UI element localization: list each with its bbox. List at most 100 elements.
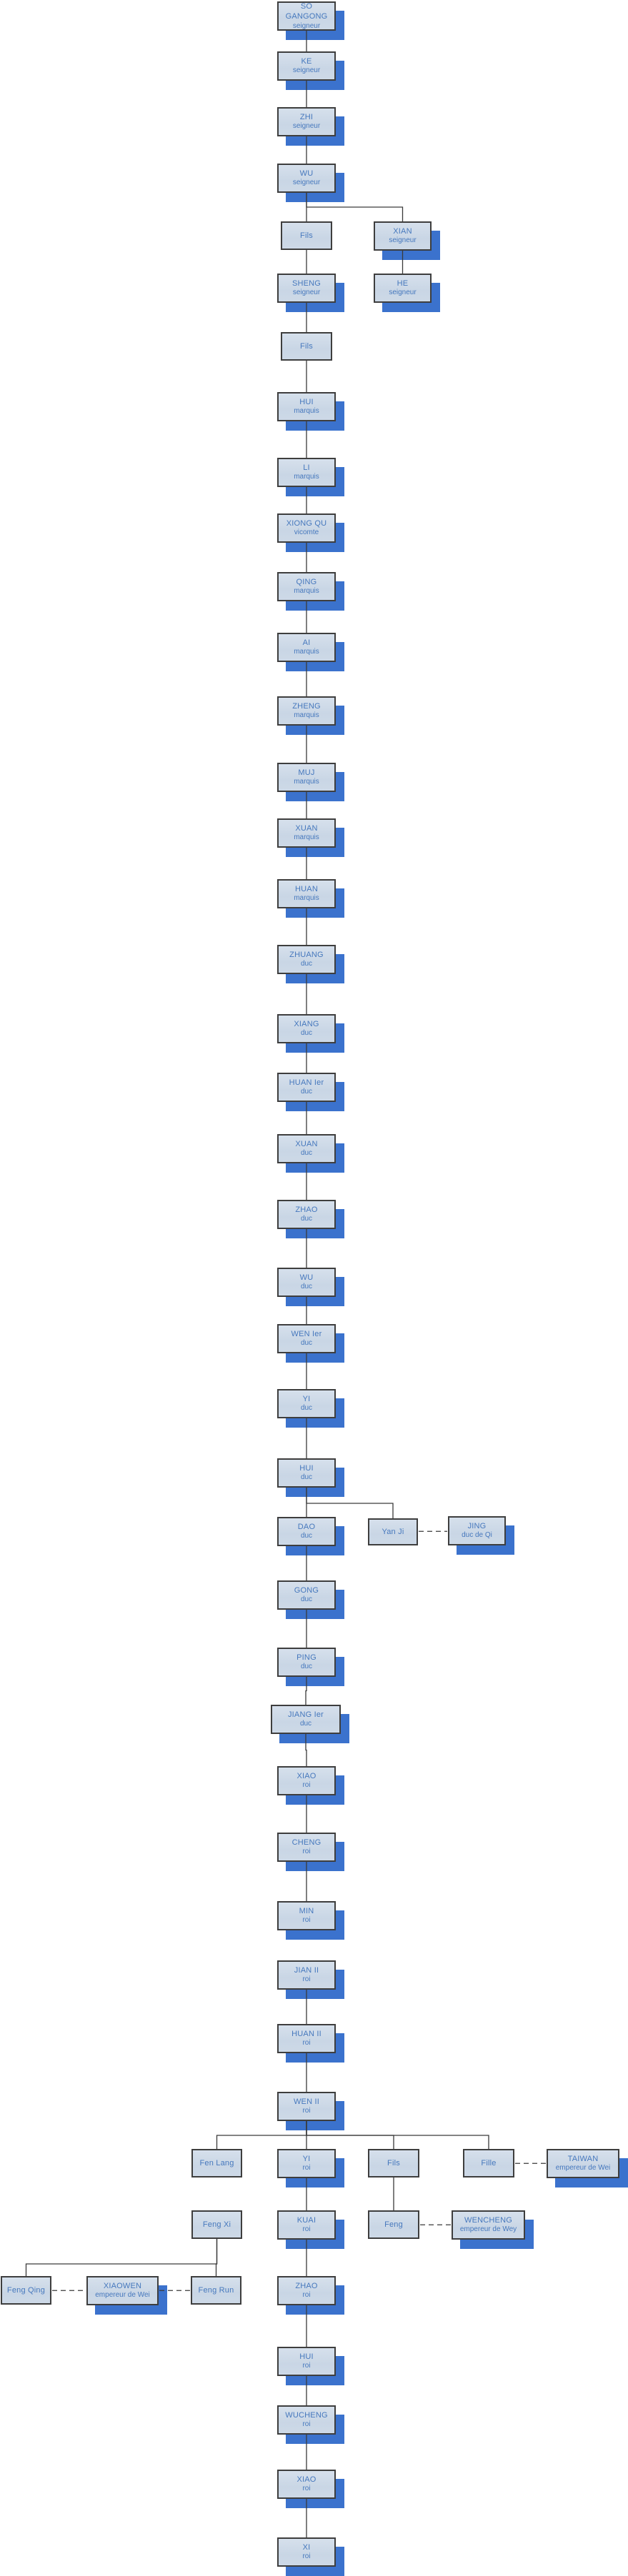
person-title: seigneur	[292, 21, 321, 30]
person-name: HUI	[299, 1464, 314, 1473]
person-name: SHENG	[291, 279, 322, 289]
person-title: duc	[300, 1339, 313, 1348]
person-title: duc de Qi	[462, 1531, 492, 1540]
person-node-fille[interactable]: Fille	[463, 2149, 514, 2177]
person-name: Fen Lang	[199, 2158, 234, 2167]
person-name: Fils	[387, 2158, 400, 2167]
person-node-fils-3[interactable]: Fils	[368, 2149, 419, 2177]
person-title: marquis	[294, 648, 319, 656]
person-title: duc	[300, 1473, 313, 1482]
person-name: HUI	[299, 2352, 314, 2362]
person-title: roi	[302, 2362, 311, 2370]
person-title: roi	[302, 1781, 311, 1790]
person-name: ZHI	[299, 113, 314, 122]
person-title: empereur de Wei	[95, 2291, 150, 2300]
person-name: SO GANGONG	[285, 1, 328, 21]
person-title: seigneur	[389, 289, 417, 297]
person-name: XIAO	[296, 1772, 317, 1781]
person-title: duc	[300, 960, 313, 968]
person-name: MUJ	[298, 768, 315, 778]
person-name: ZHAO	[295, 2282, 318, 2291]
person-name: XIAO	[296, 2475, 317, 2485]
person-title: duc	[300, 1663, 313, 1671]
person-title: marquis	[294, 587, 319, 596]
person-title: seigneur	[292, 289, 321, 297]
person-node-feng-qing[interactable]: Feng Qing	[1, 2276, 51, 2305]
person-name: PING	[296, 1653, 317, 1663]
person-name: WU	[299, 1273, 314, 1283]
person-node-feng-run[interactable]: Feng Run	[191, 2276, 241, 2305]
person-node-feng[interactable]: Feng	[368, 2210, 419, 2239]
person-title: empereur de Wei	[555, 2164, 611, 2172]
person-title: duc	[300, 1149, 313, 1158]
person-node-yan-ji[interactable]: Yan Ji	[368, 1518, 418, 1545]
person-name: XIONG QU	[286, 519, 327, 528]
person-name: Feng Run	[198, 2285, 234, 2295]
person-node-fen-lang[interactable]: Fen Lang	[191, 2149, 242, 2177]
person-title: marquis	[294, 473, 319, 481]
person-node-fils-1[interactable]: Fils	[281, 221, 332, 250]
person-title: roi	[302, 1848, 311, 1856]
person-name: ZHAO	[295, 1206, 318, 1215]
person-name: WENCHENG	[464, 2216, 512, 2225]
person-name: Feng Xi	[202, 2220, 231, 2229]
person-name: KE	[301, 57, 312, 66]
person-title: roi	[302, 2552, 311, 2561]
person-name: XIAN	[393, 227, 412, 236]
person-name: Feng	[384, 2220, 403, 2229]
person-node-feng-xi[interactable]: Feng Xi	[191, 2210, 242, 2239]
person-title: seigneur	[292, 122, 321, 131]
person-title: roi	[302, 2485, 311, 2493]
person-node-fils-2[interactable]: Fils	[281, 332, 332, 361]
person-title: duc	[300, 1595, 313, 1604]
descent-line	[25, 2239, 218, 2276]
